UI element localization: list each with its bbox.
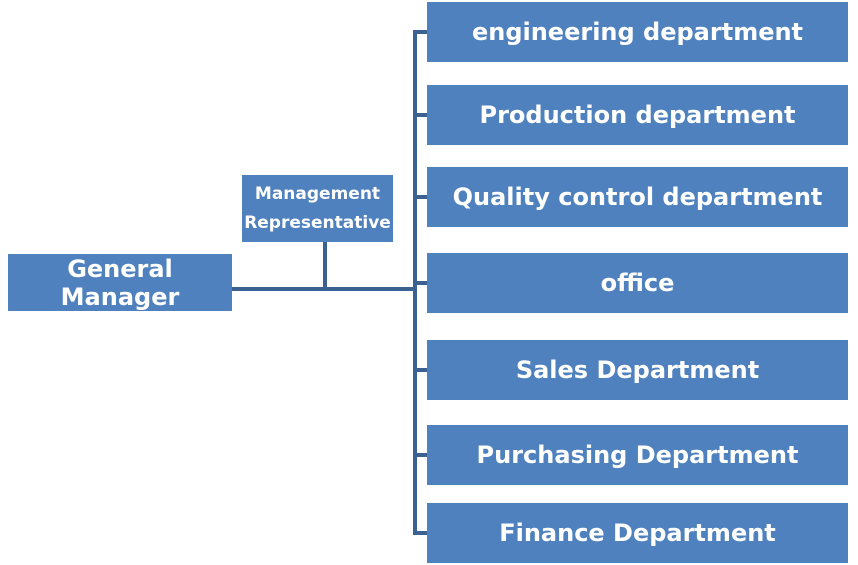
node-management-representative: Management Representative <box>242 175 393 242</box>
connector-stub-office <box>413 281 427 285</box>
node-department-finance: Finance Department <box>427 503 848 563</box>
connector-management-line <box>323 242 327 291</box>
department-label: Purchasing Department <box>476 441 799 469</box>
department-label: Quality control department <box>452 183 823 211</box>
department-label: Sales Department <box>515 356 760 384</box>
department-label: engineering department <box>471 18 804 46</box>
node-department-purchasing: Purchasing Department <box>427 425 848 485</box>
connector-stub-quality <box>413 195 427 199</box>
general-manager-label: General Manager <box>60 254 180 311</box>
connector-stub-production <box>413 113 427 117</box>
department-label: Finance Department <box>499 519 776 547</box>
node-department-office: office <box>427 253 848 313</box>
department-label: Production department <box>479 101 796 129</box>
connector-stub-engineering <box>413 30 427 34</box>
node-department-engineering: engineering department <box>427 2 848 62</box>
department-label: office <box>600 269 675 297</box>
node-department-quality-control: Quality control department <box>427 167 848 227</box>
management-representative-label-line1: Management <box>254 183 381 204</box>
management-representative-label-line2: Representative <box>244 212 391 233</box>
connector-stub-sales <box>413 368 427 372</box>
connector-stub-purchasing <box>413 453 427 457</box>
connector-stub-finance <box>413 531 427 535</box>
node-department-sales: Sales Department <box>427 340 848 400</box>
node-department-production: Production department <box>427 85 848 145</box>
node-general-manager: General Manager <box>8 254 232 311</box>
